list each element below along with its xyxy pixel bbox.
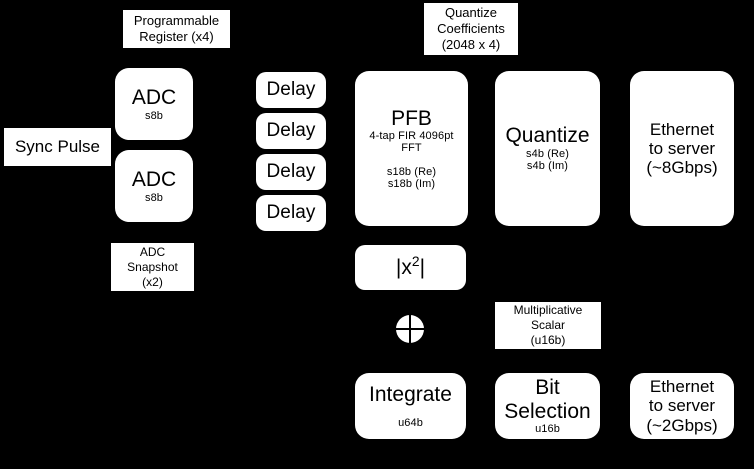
block-ethernet-8gbps[interactable]: Ethernet to server (~8Gbps) <box>630 71 734 226</box>
block-integrate[interactable]: Integrate u64b <box>355 373 466 439</box>
pfb-subtitle-4: s18b (Im) <box>387 178 436 191</box>
block-bit-selection[interactable]: Bit Selection u16b <box>495 373 600 439</box>
label-programmable-register: Programmable Register (x4) <box>123 10 230 48</box>
multiplicative-scalar-line2: Scalar <box>530 318 565 332</box>
adc-1-title: ADC <box>131 86 177 110</box>
adc-snapshot-line2: Snapshot <box>127 259 178 274</box>
magnitude-squared-suffix: | <box>419 255 426 279</box>
pfb-subtitle-1: 4-tap FIR 4096pt <box>369 130 454 143</box>
magnitude-squared-exponent: 2 <box>411 252 420 269</box>
magnitude-squared-title: |x2| <box>395 252 426 280</box>
quantize-title: Quantize <box>505 124 590 148</box>
block-adc-2[interactable]: ADC s8b <box>115 150 193 222</box>
block-delay-3[interactable]: Delay <box>256 154 326 190</box>
block-delay-4[interactable]: Delay <box>256 195 326 231</box>
adc-2-subtitle: s8b <box>144 191 164 204</box>
ethernet-8gbps-line2: to server <box>648 138 716 158</box>
pfb-subtitle-2: FFT <box>401 142 422 155</box>
adc-1-subtitle: s8b <box>144 109 164 122</box>
quantize-coefficients-line1: Quantize <box>444 4 498 20</box>
block-quantize[interactable]: Quantize s4b (Re) s4b (Im) <box>495 71 600 226</box>
block-ethernet-2gbps[interactable]: Ethernet to server (~2Gbps) <box>630 373 734 439</box>
bit-selection-line2: Selection <box>504 399 591 423</box>
adc-snapshot-line3: (x2) <box>142 274 163 289</box>
quantize-subtitle-2: s4b (Im) <box>526 160 569 173</box>
delay-4-title: Delay <box>266 202 316 224</box>
ethernet-2gbps-line2: to server <box>648 396 716 416</box>
bit-selection-subtitle: u16b <box>535 423 560 436</box>
integrate-title: Integrate <box>369 382 452 406</box>
multiplicative-scalar-line3: (u16b) <box>530 333 566 347</box>
programmable-register-line2: Register (x4) <box>139 29 214 44</box>
ethernet-8gbps-line1: Ethernet <box>649 119 715 139</box>
adc-2-title: ADC <box>131 168 177 192</box>
block-pfb[interactable]: PFB 4-tap FIR 4096pt FFT s18b (Re) s18b … <box>355 71 468 226</box>
summation-circle-icon[interactable] <box>396 315 424 343</box>
adc-snapshot-line1: ADC <box>139 244 166 259</box>
delay-3-title: Delay <box>266 161 316 183</box>
summation-horizontal-bar <box>396 328 424 330</box>
delay-1-title: Delay <box>266 79 316 101</box>
block-adc-snapshot[interactable]: ADC Snapshot (x2) <box>111 243 194 291</box>
ethernet-2gbps-line3: (~2Gbps) <box>646 415 718 435</box>
ethernet-2gbps-line1: Ethernet <box>649 377 715 397</box>
ethernet-8gbps-line3: (~8Gbps) <box>646 158 718 178</box>
pfb-title: PFB <box>391 106 432 130</box>
bit-selection-line1: Bit <box>535 376 560 400</box>
multiplicative-scalar-line1: Multiplicative <box>513 303 583 317</box>
quantize-subtitle-1: s4b (Re) <box>526 147 569 160</box>
integrate-subtitle: u64b <box>398 417 423 430</box>
quantize-coefficients-line2: Coefficients <box>437 20 505 36</box>
label-multiplicative-scalar: Multiplicative Scalar (u16b) <box>495 302 601 349</box>
block-sync-pulse[interactable]: Sync Pulse <box>4 128 111 166</box>
quantize-coefficients-line3: (2048 x 4) <box>441 37 501 53</box>
magnitude-squared-prefix: |x <box>395 255 412 279</box>
pfb-subtitle-3: s18b (Re) <box>386 165 437 178</box>
delay-2-title: Delay <box>266 120 316 142</box>
block-adc-1[interactable]: ADC s8b <box>115 68 193 140</box>
programmable-register-line1: Programmable <box>133 12 220 28</box>
block-delay-2[interactable]: Delay <box>256 113 326 149</box>
sync-pulse-title: Sync Pulse <box>14 137 101 157</box>
block-delay-1[interactable]: Delay <box>256 72 326 108</box>
label-quantize-coefficients: Quantize Coefficients (2048 x 4) <box>424 3 518 55</box>
block-magnitude-squared[interactable]: |x2| <box>355 245 466 290</box>
